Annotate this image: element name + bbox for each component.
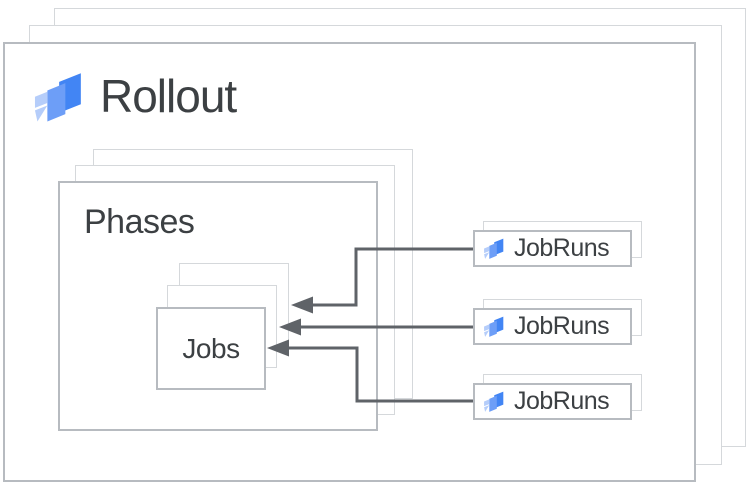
jobruns-1-card: JobRuns [473, 230, 632, 267]
cloud-deploy-icon [482, 236, 508, 262]
jobruns-label: JobRuns [514, 387, 610, 415]
jobruns-label: JobRuns [514, 312, 610, 340]
jobs-card-front: Jobs [156, 307, 266, 390]
jobruns-label: JobRuns [514, 234, 610, 262]
cloud-deploy-icon [482, 389, 508, 415]
cloud-deploy-icon [482, 314, 508, 340]
jobruns-3-card: JobRuns [473, 383, 632, 420]
jobs-label: Jobs [182, 332, 240, 364]
rollout-title: Rollout [100, 70, 237, 122]
phases-title: Phases [84, 203, 195, 241]
jobruns-2-card: JobRuns [473, 308, 632, 345]
cloud-deploy-icon [30, 66, 92, 130]
